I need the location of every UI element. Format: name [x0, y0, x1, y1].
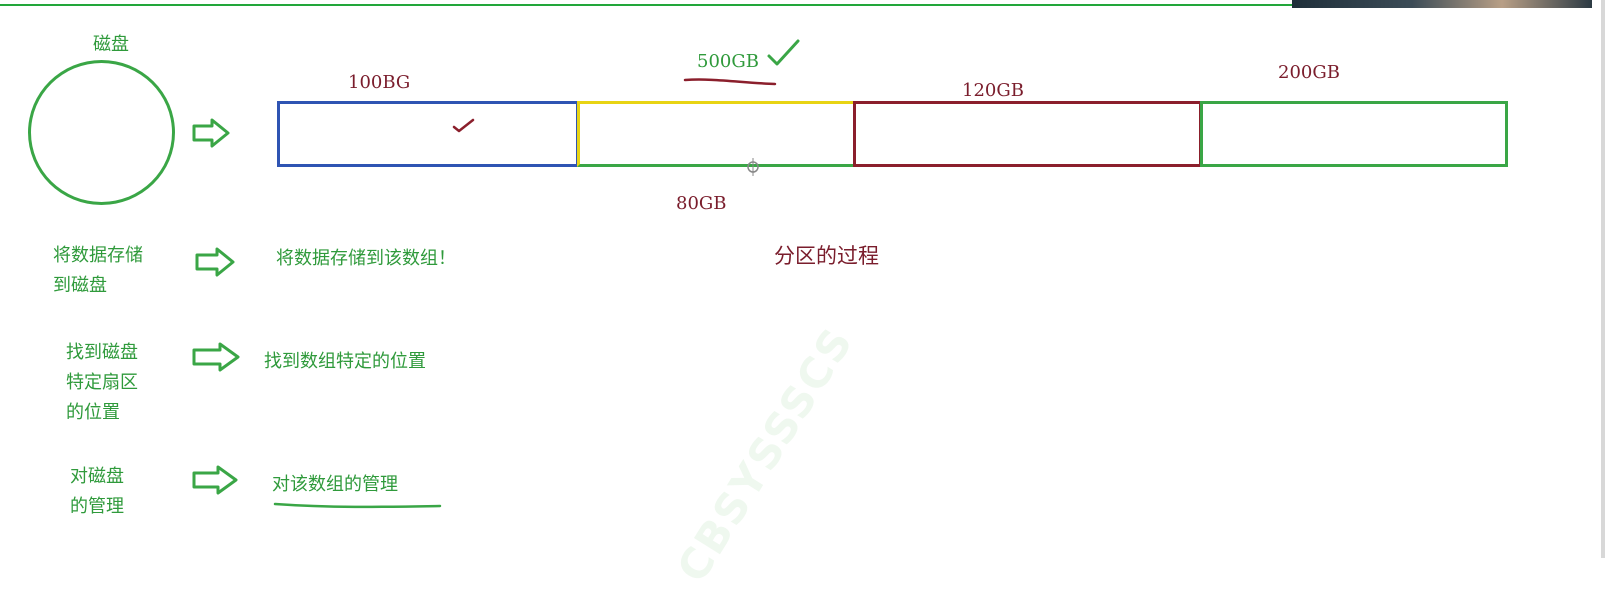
arrow-right-icon	[195, 247, 235, 277]
small-check-annotation	[452, 118, 475, 133]
top-border-line	[0, 4, 1292, 6]
right-scrollbar-edge	[1601, 0, 1605, 558]
partition-segment-4	[1200, 101, 1508, 167]
partition-1-size-label: 100BG	[348, 72, 411, 93]
partition-segment-1	[277, 101, 579, 167]
row-1-right-text: 将数据存储到该数组！	[276, 248, 456, 269]
row-3-left-text: 对磁盘 的管理	[70, 466, 124, 517]
partition-segment-2	[577, 101, 856, 167]
disk-label: 磁盘	[93, 34, 129, 55]
cursor-crosshair-icon	[747, 158, 759, 176]
disk-circle	[28, 60, 175, 205]
total-size-label: 500GB	[697, 51, 759, 72]
row-2-left-text: 找到磁盘 特定扇区 的位置	[66, 342, 138, 423]
partition-2-size-label: 80GB	[676, 193, 727, 214]
partition-segment-3	[853, 101, 1202, 167]
row-3-right-text: 对该数组的管理	[272, 474, 398, 495]
arrow-right-icon	[192, 465, 238, 495]
row-2-right-text: 找到数组特定的位置	[264, 351, 426, 372]
webcam-thumbnail	[1292, 0, 1592, 8]
partition-process-label: 分区的过程	[774, 244, 879, 268]
arrow-right-icon	[192, 342, 240, 372]
arrow-right-icon	[192, 118, 230, 148]
checkmark-icon	[767, 39, 800, 66]
underline-annotation	[273, 502, 442, 509]
watermark: CBSYSSSCS	[667, 318, 863, 591]
underline-annotation	[683, 78, 777, 86]
partition-4-size-label: 200GB	[1278, 62, 1340, 83]
row-1-left-text: 将数据存储 到磁盘	[53, 245, 143, 296]
partition-3-size-label: 120GB	[962, 80, 1024, 101]
